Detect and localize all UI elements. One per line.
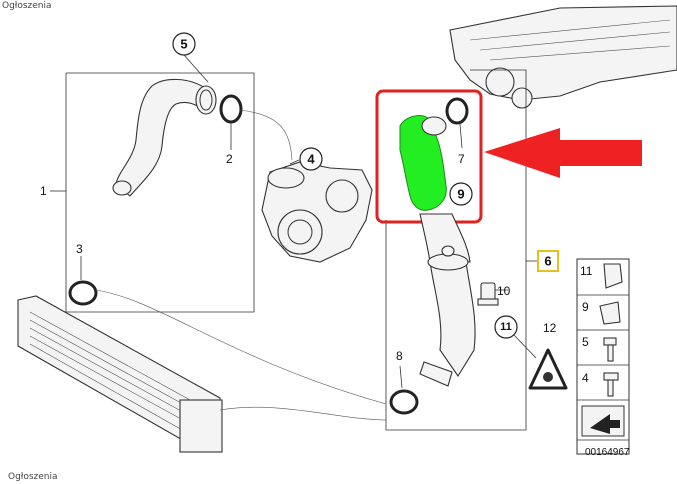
label-8: 8 bbox=[396, 349, 403, 363]
label-10: 10 bbox=[497, 284, 511, 298]
callout-4: 4 bbox=[307, 152, 315, 167]
callout-5[interactable]: 5 bbox=[172, 32, 209, 83]
highlighted-hose-9[interactable] bbox=[399, 115, 447, 211]
label-3: 3 bbox=[76, 242, 83, 256]
label-12: 12 bbox=[543, 321, 557, 335]
callout-9[interactable]: 9 bbox=[449, 182, 473, 206]
intercooler bbox=[17, 295, 223, 453]
svg-text:11: 11 bbox=[500, 321, 512, 333]
ad-label-bottom: Ogłoszenia bbox=[8, 472, 58, 482]
callout-11[interactable]: 11 bbox=[494, 315, 537, 359]
label-7: 7 bbox=[458, 152, 465, 166]
group-bracket-6 bbox=[385, 69, 538, 431]
small-parts-legend: 11 9 5 4 bbox=[576, 258, 630, 455]
callout-6[interactable]: 6 bbox=[537, 250, 559, 272]
ad-label-top: Ogłoszenia bbox=[2, 1, 52, 11]
diagram-number: 00164967 bbox=[585, 447, 630, 458]
legend-label-11: 11 bbox=[580, 264, 593, 278]
charge-pipe-left bbox=[112, 78, 217, 197]
o-ring-2: 2 bbox=[219, 94, 243, 166]
group-bracket-1: 1 bbox=[40, 72, 255, 313]
turbocharger-4: 4 bbox=[239, 109, 373, 263]
lower-charge-hose bbox=[419, 213, 476, 387]
warning-sticker-12: 12 bbox=[528, 321, 568, 390]
o-ring-7: 7 bbox=[445, 97, 469, 166]
svg-text:6: 6 bbox=[544, 254, 551, 269]
legend-label-4: 4 bbox=[582, 371, 589, 385]
o-ring-8: 8 bbox=[389, 349, 419, 415]
svg-text:9: 9 bbox=[457, 187, 464, 202]
legend-label-9: 9 bbox=[582, 300, 589, 314]
label-2: 2 bbox=[226, 152, 233, 166]
label-1: 1 bbox=[40, 184, 47, 198]
o-ring-3: 3 bbox=[68, 242, 98, 306]
svg-text:5: 5 bbox=[180, 37, 187, 52]
sensor-10: 10 bbox=[477, 282, 511, 306]
pointer-arrow bbox=[484, 128, 642, 178]
engine-block bbox=[449, 5, 677, 109]
legend-label-5: 5 bbox=[582, 335, 589, 349]
